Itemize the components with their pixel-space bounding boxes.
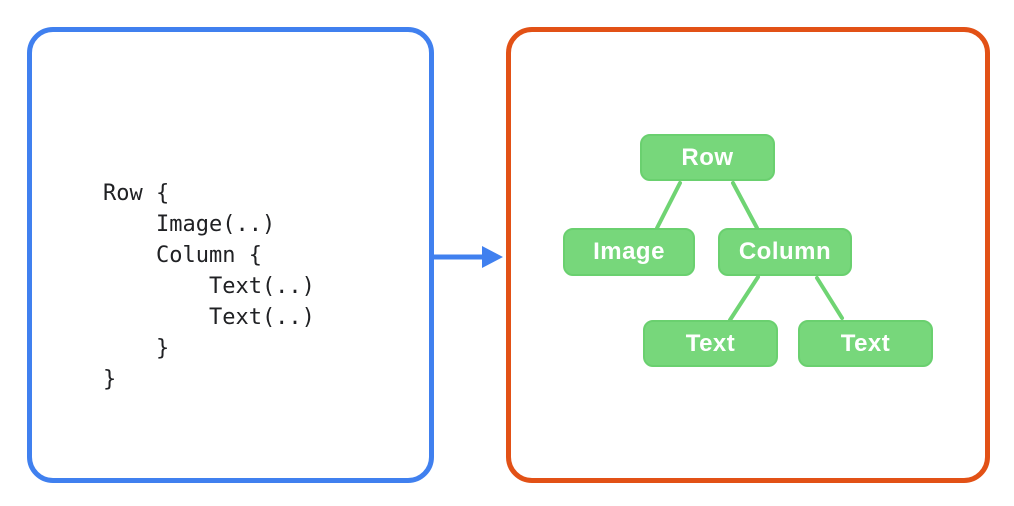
- code-line: Text(..): [103, 274, 315, 299]
- code-panel: Row { Image(..) Column { Text(..) Text(.…: [27, 27, 434, 483]
- code-line: Row {: [103, 181, 170, 206]
- tree-node-row-label: Row: [681, 143, 734, 171]
- code-line: }: [103, 336, 170, 361]
- tree-node-text-second-label: Text: [840, 329, 891, 357]
- code-line: Text(..): [103, 305, 315, 330]
- tree-node-text-second: Text: [798, 320, 933, 367]
- tree-panel: Row Image Column Text Text: [506, 27, 990, 483]
- right-arrow-icon: [434, 246, 503, 268]
- code-line: }: [103, 367, 117, 392]
- tree-node-column: Column: [718, 228, 852, 276]
- tree-node-text-first-label: Text: [685, 329, 736, 357]
- tree-node-row: Row: [640, 134, 775, 181]
- tree-node-column-label: Column: [738, 238, 832, 265]
- tree-node-image: Image: [563, 228, 695, 276]
- code-line: Image(..): [103, 212, 276, 237]
- code-block: Row { Image(..) Column { Text(..) Text(.…: [103, 178, 315, 395]
- tree-node-image-label: Image: [593, 238, 665, 265]
- tree-node-text-first: Text: [643, 320, 778, 367]
- tree-connector-lines: [655, 181, 844, 322]
- code-line: Column {: [103, 243, 262, 268]
